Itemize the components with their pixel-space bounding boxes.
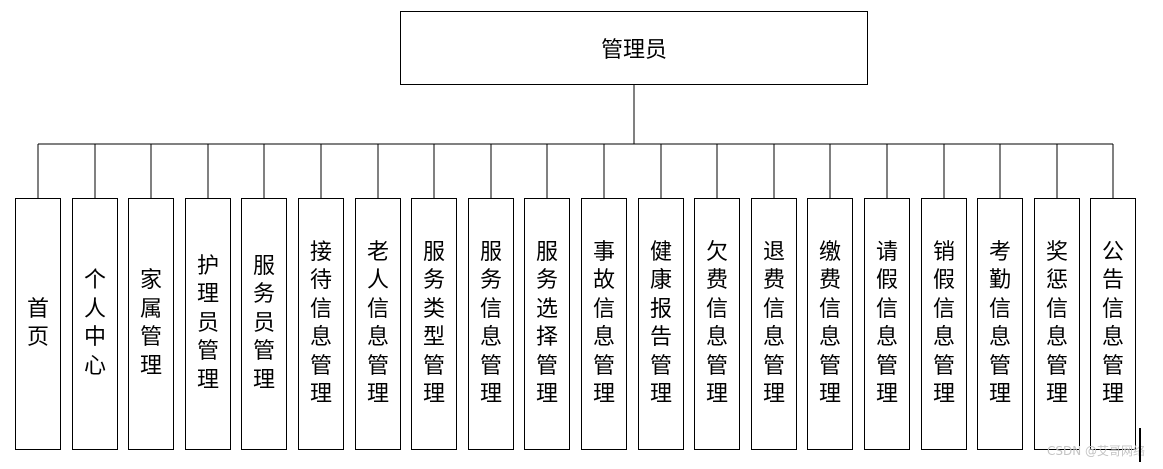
- child-node-label: 个人中心: [83, 268, 106, 379]
- watermark: CSDN @艾哥网络: [1046, 444, 1145, 458]
- child-node: 首页: [15, 198, 61, 450]
- child-node-label: 护理员管理: [196, 253, 219, 393]
- child-node-label: 退费信息管理: [762, 239, 785, 408]
- child-node-label: 服务选择管理: [535, 239, 558, 408]
- text-cursor: [1139, 428, 1141, 462]
- child-node: 老人信息管理: [355, 198, 401, 450]
- child-node: 健康报告管理: [638, 198, 684, 450]
- child-node: 请假信息管理: [864, 198, 910, 450]
- child-node-label: 请假信息管理: [875, 239, 898, 408]
- child-node-label: 欠费信息管理: [705, 239, 728, 408]
- child-node-label: 服务类型管理: [422, 239, 445, 408]
- child-node-label: 考勤信息管理: [988, 239, 1011, 408]
- child-node-label: 事故信息管理: [592, 239, 615, 408]
- child-node: 事故信息管理: [581, 198, 627, 450]
- child-node: 销假信息管理: [921, 198, 967, 450]
- child-node: 退费信息管理: [751, 198, 797, 450]
- child-node: 考勤信息管理: [977, 198, 1023, 450]
- child-node: 个人中心: [72, 198, 118, 450]
- child-node-label: 服务员管理: [252, 253, 275, 393]
- child-node: 公告信息管理: [1090, 198, 1136, 450]
- child-node: 服务选择管理: [524, 198, 570, 450]
- child-node: 服务员管理: [241, 198, 287, 450]
- child-node: 接待信息管理: [298, 198, 344, 450]
- child-node-label: 奖惩信息管理: [1045, 239, 1068, 408]
- child-node: 服务信息管理: [468, 198, 514, 450]
- child-node-label: 销假信息管理: [932, 239, 955, 408]
- child-node-label: 服务信息管理: [479, 239, 502, 408]
- child-node: 护理员管理: [185, 198, 231, 450]
- child-node-label: 健康报告管理: [649, 239, 672, 408]
- child-node-label: 接待信息管理: [309, 239, 332, 408]
- child-node: 家属管理: [128, 198, 174, 450]
- child-node-label: 家属管理: [139, 268, 162, 379]
- child-node-label: 首页: [26, 296, 49, 351]
- child-node-label: 公告信息管理: [1101, 239, 1124, 408]
- root-node: 管理员: [400, 11, 868, 85]
- root-label: 管理员: [600, 38, 667, 63]
- child-node: 服务类型管理: [411, 198, 457, 450]
- child-node-label: 老人信息管理: [366, 239, 389, 408]
- child-node: 奖惩信息管理: [1034, 198, 1080, 450]
- child-node: 缴费信息管理: [807, 198, 853, 450]
- child-node-label: 缴费信息管理: [818, 239, 841, 408]
- child-node: 欠费信息管理: [694, 198, 740, 450]
